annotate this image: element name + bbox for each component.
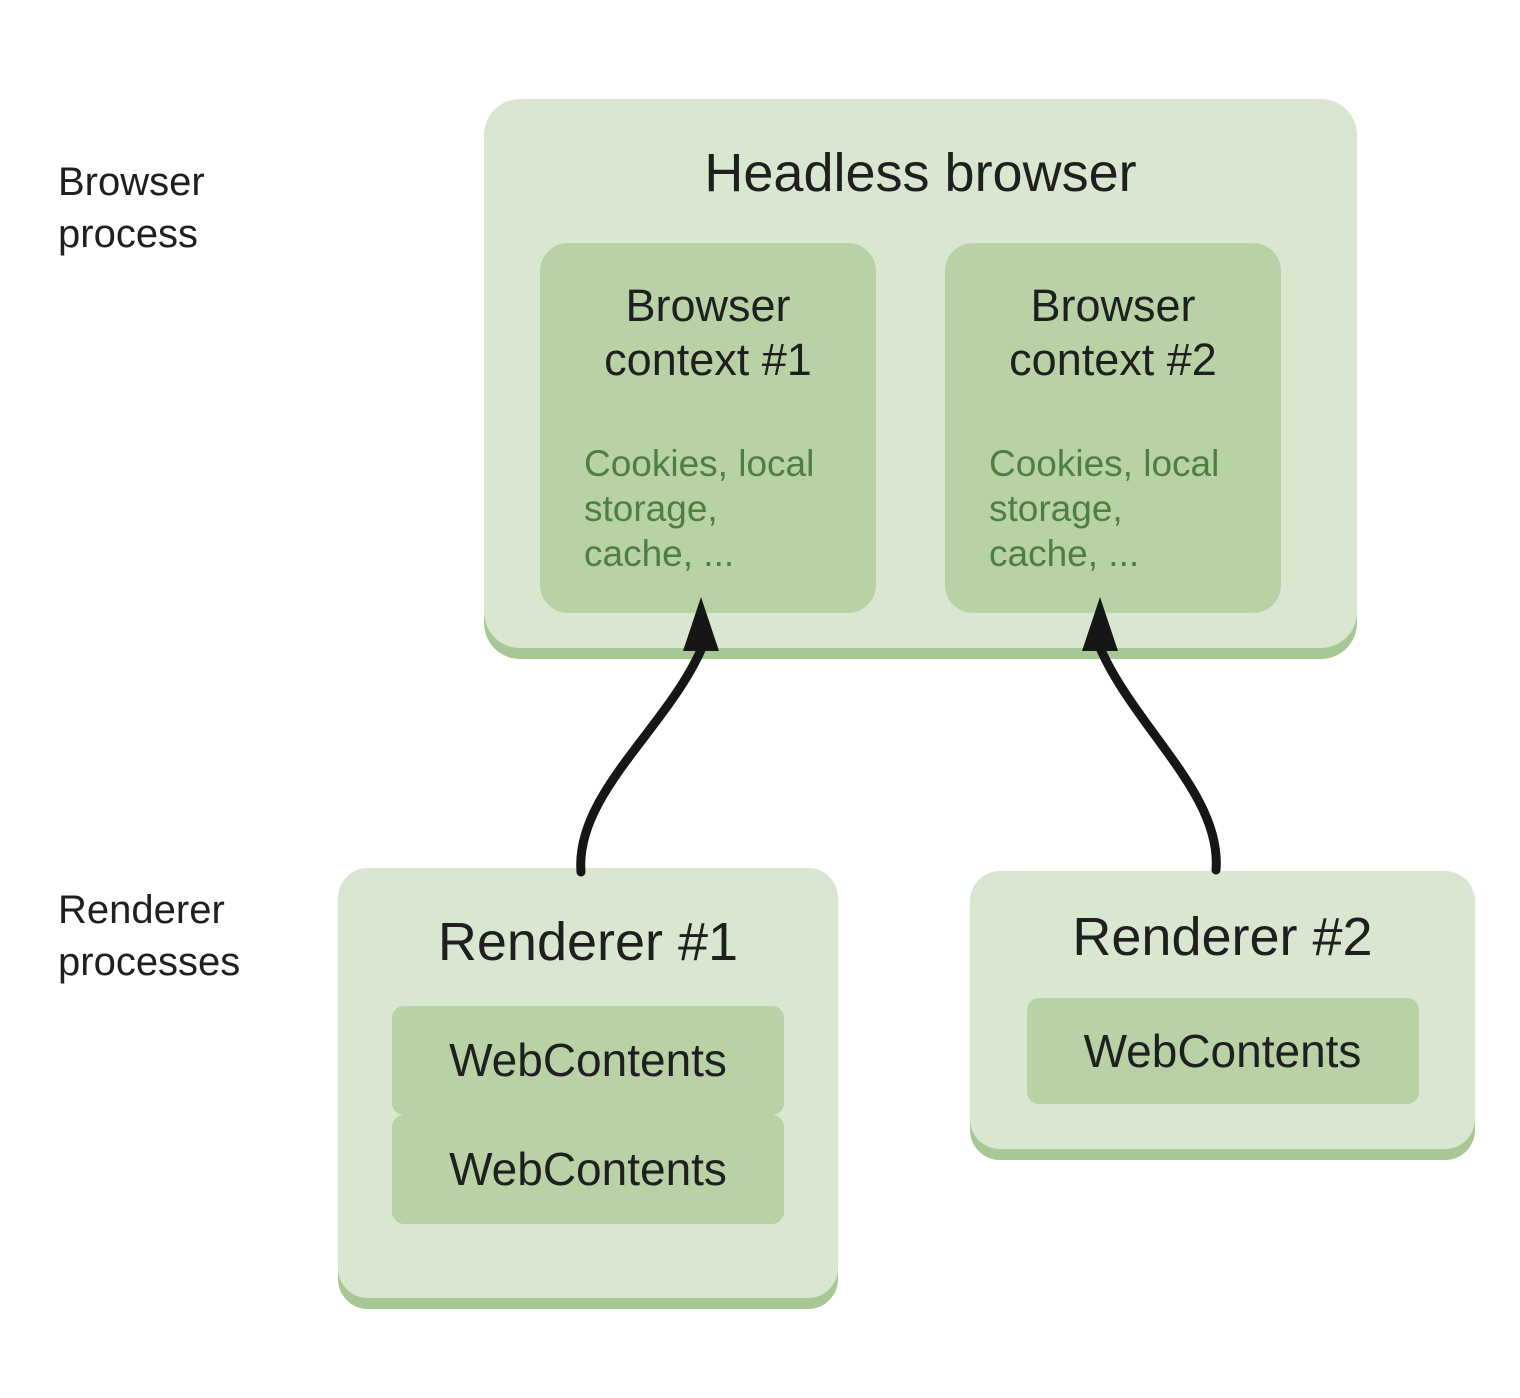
arrow-curve [576,645,706,877]
browser-context-1-box: Browser context #1 Cookies, local storag… [540,243,876,613]
browser-context-2-box: Browser context #2 Cookies, local storag… [945,243,1281,613]
browser-contexts-row: Browser context #1 Cookies, local storag… [540,243,1281,613]
renderer-2-box: Renderer #2 WebContents [970,871,1475,1149]
browser-context-1-title: Browser context #1 [604,280,812,385]
webcontents-box: WebContents [1026,997,1419,1104]
browser-context-2-details: Cookies, local storage, cache, ... [989,443,1220,575]
webcontents-box: WebContents [392,1114,784,1224]
browser-process-label: Browser process [58,160,205,256]
renderer-2-title: Renderer #2 [1072,907,1373,967]
renderer-processes-label: Renderer processes [58,888,241,984]
arrow-curve [1096,645,1221,875]
browser-context-1-details: Cookies, local storage, cache, ... [584,443,815,575]
headless-browser-title: Headless browser [704,143,1137,203]
webcontents-box: WebContents [392,1005,784,1115]
headless-browser-box: Headless browser Browser context #1 Cook… [484,99,1357,648]
browser-context-2-title: Browser context #2 [1009,280,1217,385]
renderer-1-title: Renderer #1 [437,912,739,972]
renderer-1-box: Renderer #1 WebContents WebContents [338,868,838,1298]
